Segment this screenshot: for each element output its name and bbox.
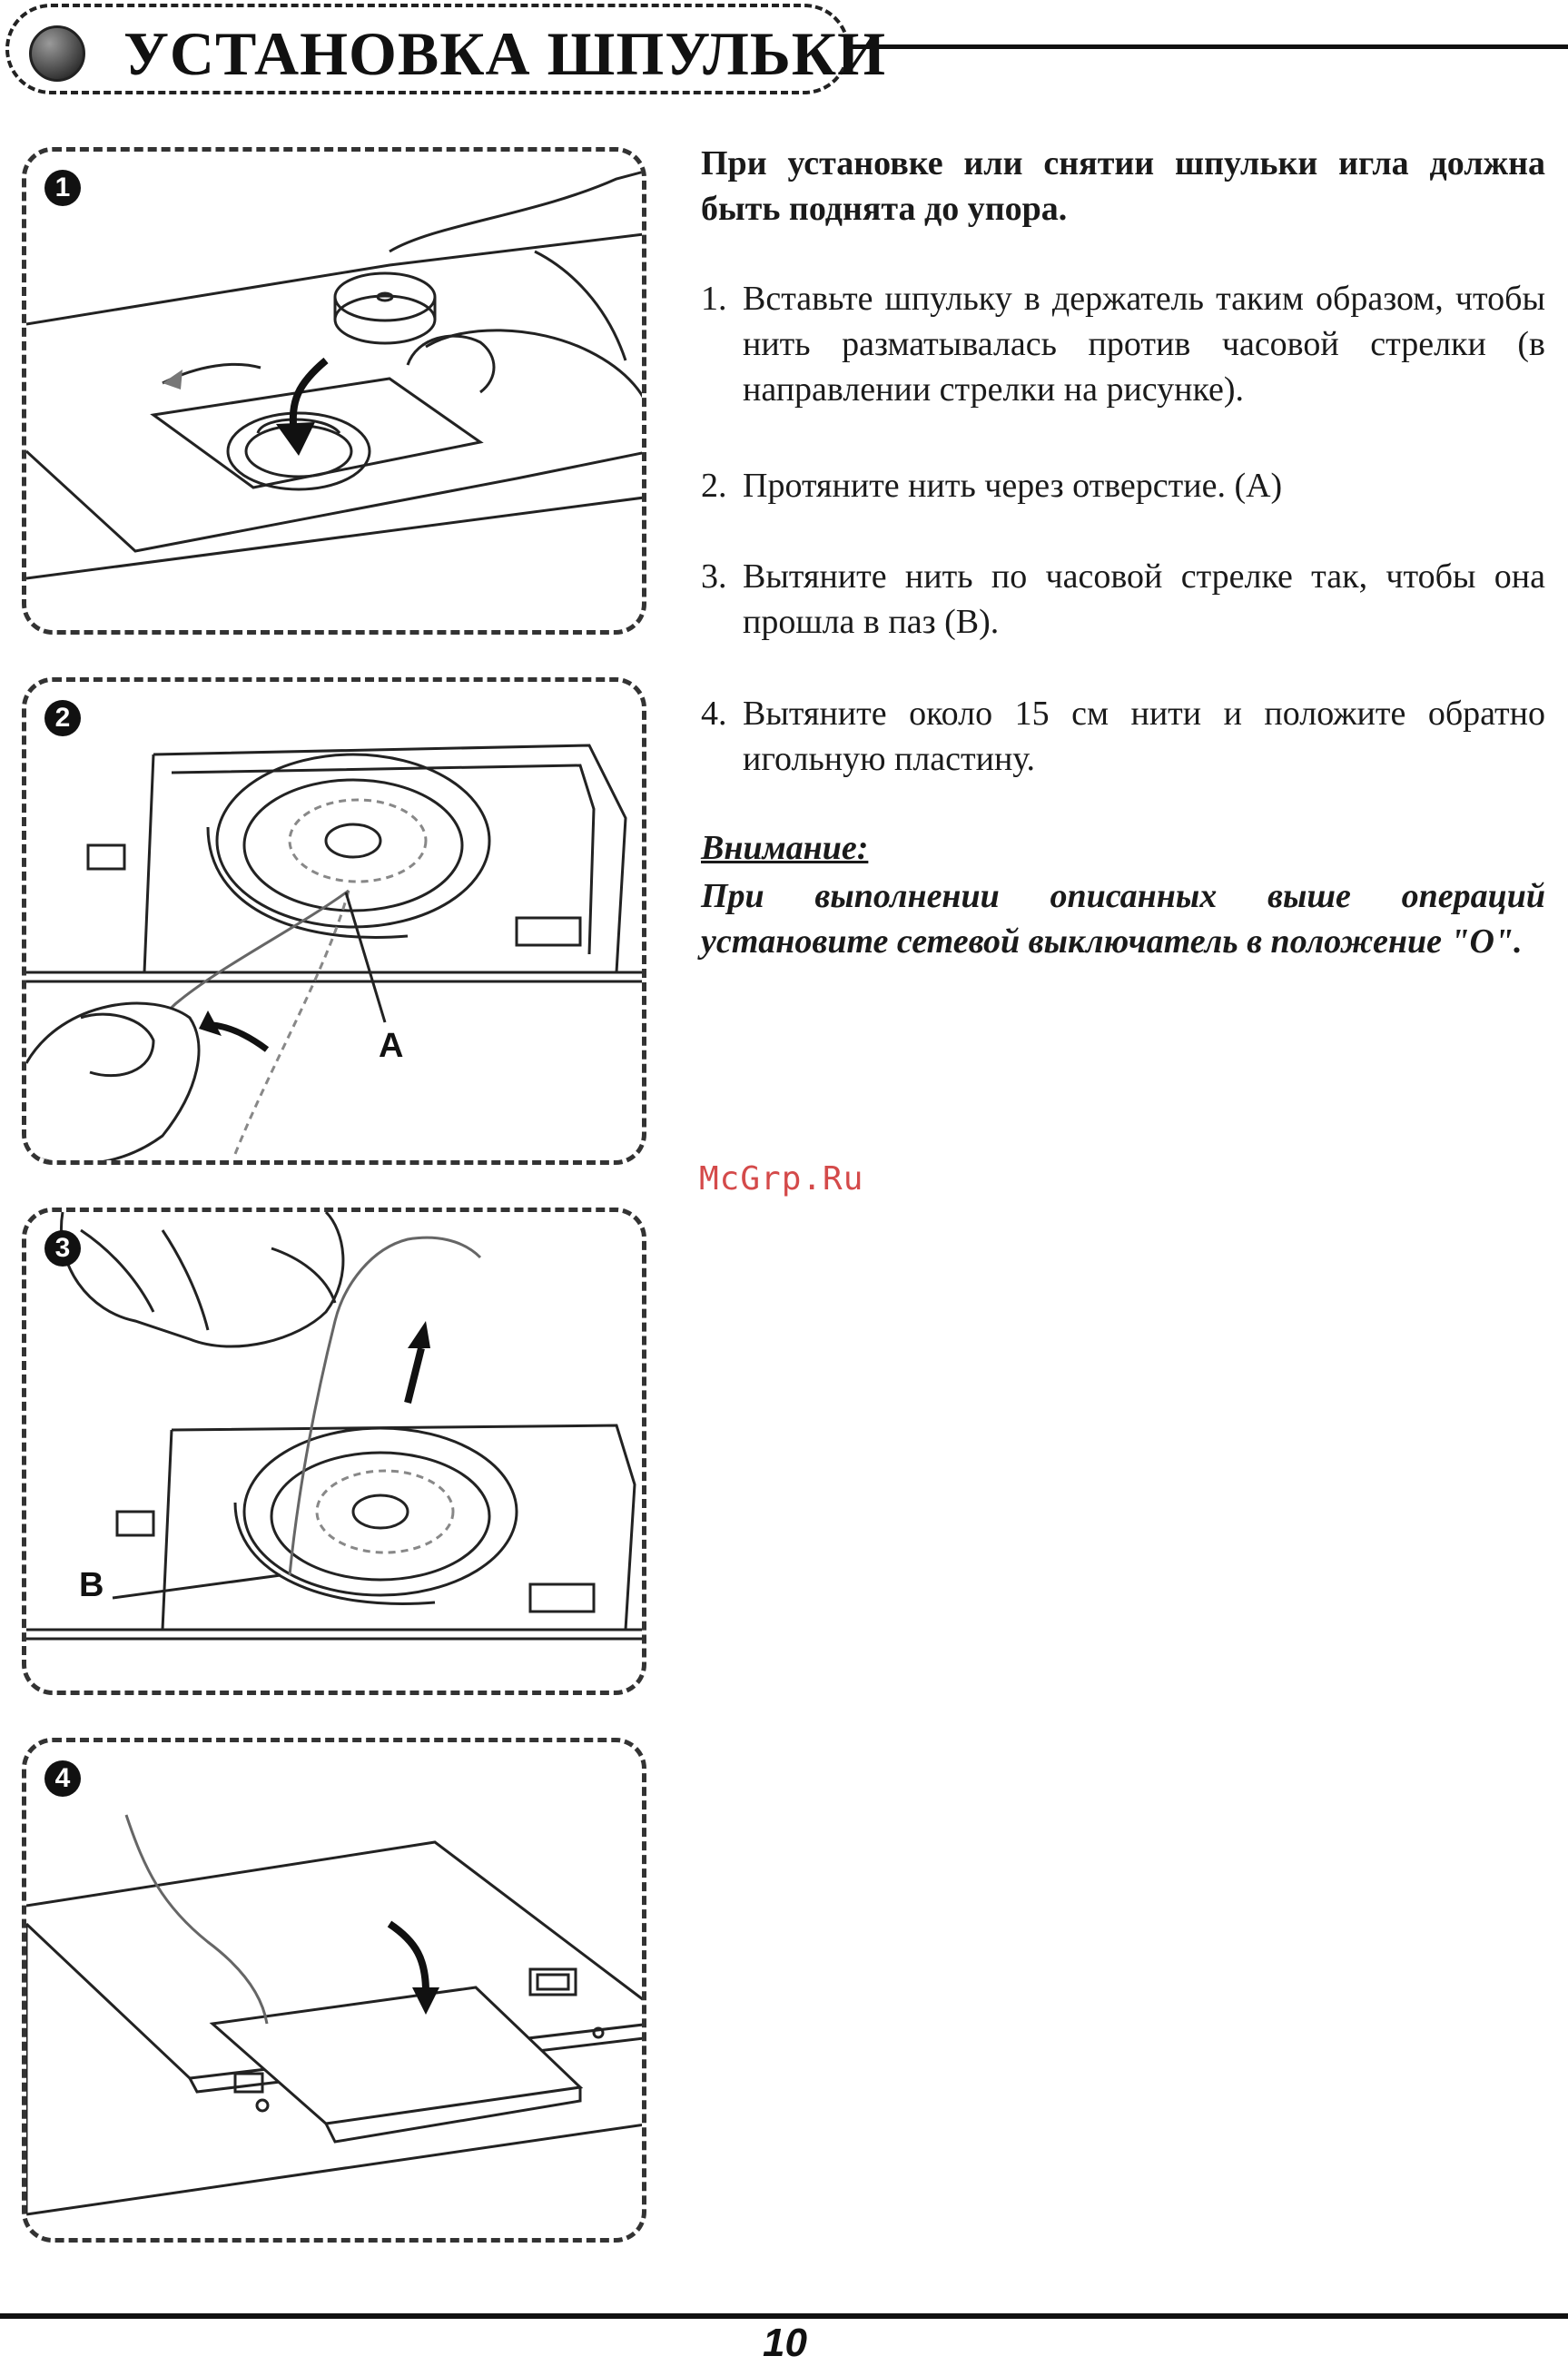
figure-1-panel: 1: [22, 147, 646, 635]
callout-label-a: A: [379, 1027, 404, 1065]
bobbin-insert-illustration: [26, 171, 642, 580]
figure-2-panel: 2 A: [22, 677, 646, 1165]
intro-warning-text: При установке или снятии шпульки игла до…: [701, 144, 1545, 228]
watermark: McGrp.Ru: [699, 1160, 864, 1198]
title-rule: [850, 44, 1568, 49]
callout-label-b: B: [79, 1566, 104, 1604]
page-title: УСТАНОВКА ШПУЛЬКИ: [123, 19, 886, 88]
step-text: Вытяните около 15 см нити и положите обр…: [743, 695, 1545, 778]
instruction-step: 4. Вытяните около 15 см нити и положите …: [701, 691, 1545, 782]
pencil-badge-icon: [29, 25, 85, 82]
figure-3-panel: 3 B: [22, 1208, 646, 1695]
title-frame: УСТАНОВКА ШПУЛЬКИ: [5, 4, 885, 94]
instruction-step: 3. Вытяните нить по часовой стрелке так,…: [701, 554, 1545, 645]
step-text: Вытяните нить по часовой стрелке так, чт…: [743, 557, 1545, 641]
warning-heading: Внимание:: [701, 829, 869, 867]
replace-needle-plate-illustration: [26, 1814, 642, 2216]
figure-number-badge: 3: [44, 1230, 81, 1267]
thread-through-hole-illustration: [26, 744, 642, 1160]
step-number: 2.: [701, 467, 727, 505]
figure-number-badge: 1: [44, 170, 81, 206]
step-number: 4.: [701, 695, 727, 733]
thread-into-slot-illustration: [26, 1212, 642, 1641]
step-number: 3.: [701, 557, 727, 596]
figure-number-badge: 4: [44, 1760, 81, 1797]
warning-text: При выполнении описанных выше операций у…: [701, 877, 1545, 961]
figure-number-badge: 2: [44, 700, 81, 736]
footer-rule: [0, 2313, 1568, 2319]
page-number: 10: [763, 2321, 807, 2365]
instruction-step: 2. Протяните нить через отверстие. (А): [701, 463, 1545, 508]
step-text: Протяните нить через отверстие. (А): [743, 467, 1283, 505]
step-number: 1.: [701, 280, 727, 318]
instruction-step: 1. Вставьте шпульку в держатель таким об…: [701, 276, 1545, 412]
step-text: Вставьте шпульку в держатель таким образ…: [743, 280, 1545, 409]
figure-4-panel: 4: [22, 1738, 646, 2243]
